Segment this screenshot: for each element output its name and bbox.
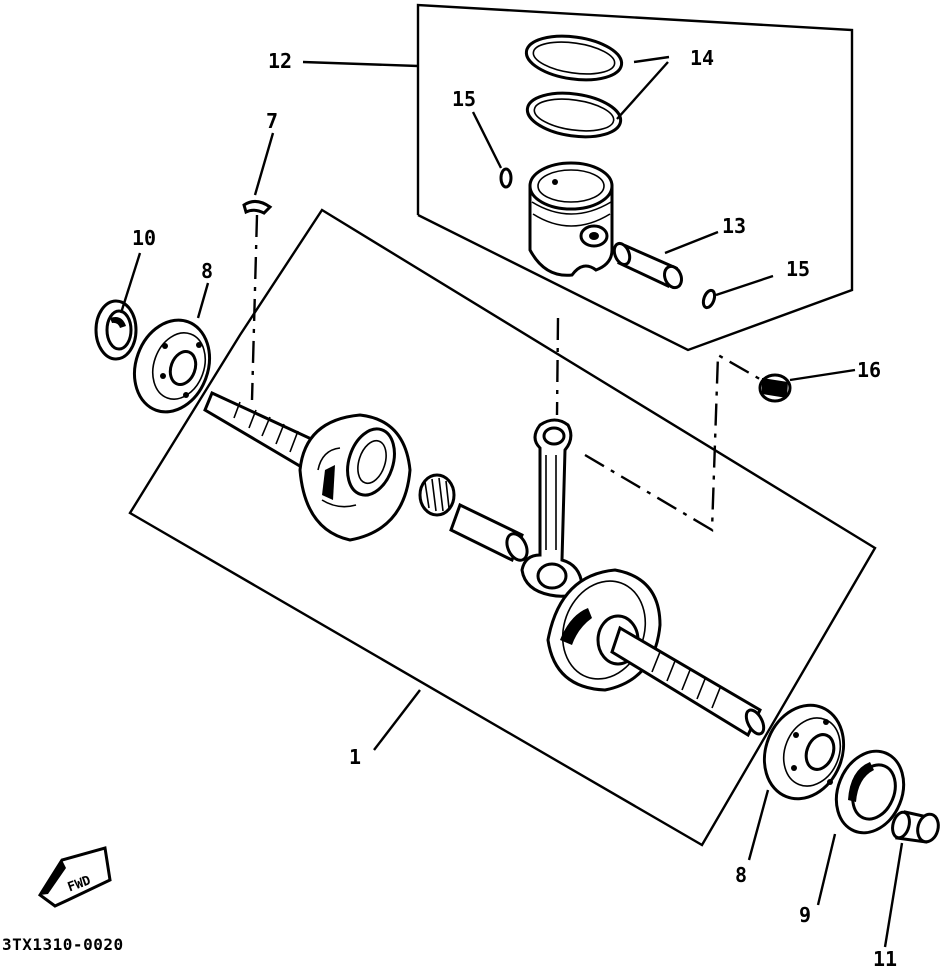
callout-15-upper: 15 — [452, 87, 476, 111]
connecting-rod — [520, 418, 584, 598]
rod-alignment-line — [555, 317, 560, 416]
piston-rings — [524, 34, 624, 139]
left-bearing — [133, 318, 211, 414]
right-oil-seal — [834, 749, 906, 835]
diagram-code: 3TX1310-0020 — [2, 935, 124, 954]
piston-pin — [612, 241, 683, 290]
spacer — [891, 810, 940, 844]
circlip-lower — [701, 288, 717, 310]
callout-15-lower: 15 — [786, 257, 810, 281]
big-end-bearing — [418, 473, 456, 517]
circlip-upper — [499, 167, 513, 189]
woodruff-key — [242, 200, 273, 215]
crank-pin — [449, 502, 529, 563]
callout-13: 13 — [722, 214, 746, 238]
pin-alignment-line — [584, 352, 766, 533]
callout-9: 9 — [799, 903, 811, 927]
crankshaft-left-web — [298, 413, 412, 542]
crankshaft-right-shaft — [610, 625, 766, 738]
callout-11: 11 — [873, 947, 897, 969]
callout-8-left: 8 — [201, 259, 213, 283]
leader-lines — [119, 55, 904, 948]
small-end-bearing — [758, 373, 792, 403]
piston-assembly-boundary — [416, 3, 854, 352]
left-oil-seal — [94, 299, 138, 361]
fwd-arrow-icon: FWD — [37, 846, 112, 908]
right-bearing — [762, 703, 846, 801]
callout-12: 12 — [268, 49, 292, 73]
key-alignment-line — [250, 214, 259, 401]
callout-1: 1 — [349, 745, 361, 769]
callout-10: 10 — [132, 226, 156, 250]
callout-7: 7 — [266, 109, 278, 133]
callout-14: 14 — [690, 46, 714, 70]
callout-16: 16 — [857, 358, 881, 382]
callout-8-right: 8 — [735, 863, 747, 887]
piston — [528, 161, 614, 277]
